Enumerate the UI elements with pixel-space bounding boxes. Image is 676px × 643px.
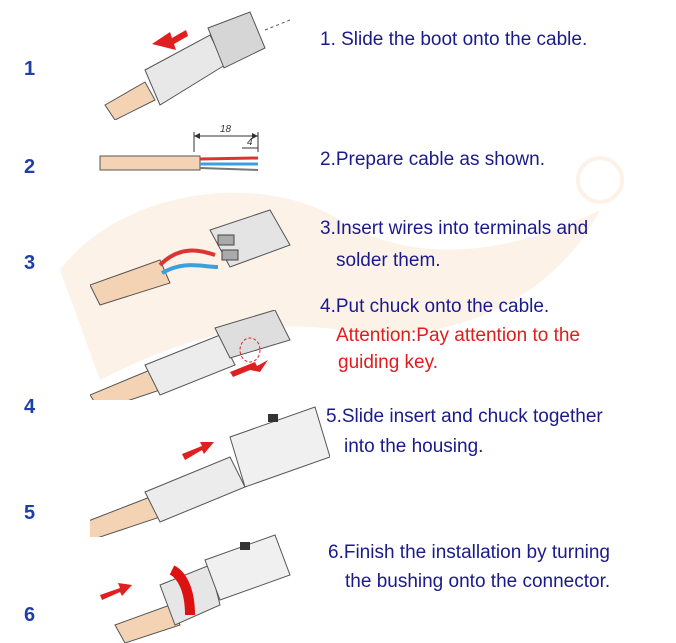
step-4-line-1: 4.Put chuck onto the cable. (320, 296, 550, 317)
step-number-1: 1 (24, 58, 36, 80)
step-6-line-1: 6.Finish the installation by turning (328, 542, 610, 563)
step-6-illustration (100, 534, 291, 643)
dimension-lead-length: 4 (247, 137, 253, 148)
step-1-illustration (104, 11, 290, 120)
step-2-illustration: 18 4 (99, 124, 259, 171)
step-number-3: 3 (24, 252, 36, 274)
step-2-text: 2.Prepare cable as shown. (320, 149, 545, 170)
step-3-illustration (90, 209, 291, 306)
dimension-strip-length: 18 (220, 124, 232, 135)
step-4-attention-2: guiding key. (338, 352, 438, 373)
step-number-2: 2 (24, 156, 36, 178)
dimension-arrow-icon (194, 133, 258, 139)
direction-arrow-icon (182, 442, 214, 460)
watermark-logo (60, 156, 624, 380)
step-3-line-1: 3.Insert wires into terminals and (320, 218, 589, 239)
direction-arrow-icon (100, 583, 132, 600)
step-4-attention-1: Attention:Pay attention to the (336, 325, 581, 346)
step-number-4: 4 (24, 396, 36, 418)
step-number-6: 6 (24, 604, 36, 626)
step-3-line-2: solder them. (336, 250, 441, 271)
step-5-illustration (90, 406, 330, 537)
step-5-line-2: into the housing. (344, 436, 484, 457)
step-6-line-2: the bushing onto the connector. (345, 571, 611, 592)
direction-arrow-icon (152, 30, 188, 50)
step-5-line-1: 5.Slide insert and chuck together (326, 406, 603, 427)
step-number-5: 5 (24, 502, 36, 524)
step-1-text: 1. Slide the boot onto the cable. (320, 29, 588, 50)
step-4-illustration (90, 310, 291, 400)
direction-arrow-icon (230, 360, 268, 377)
